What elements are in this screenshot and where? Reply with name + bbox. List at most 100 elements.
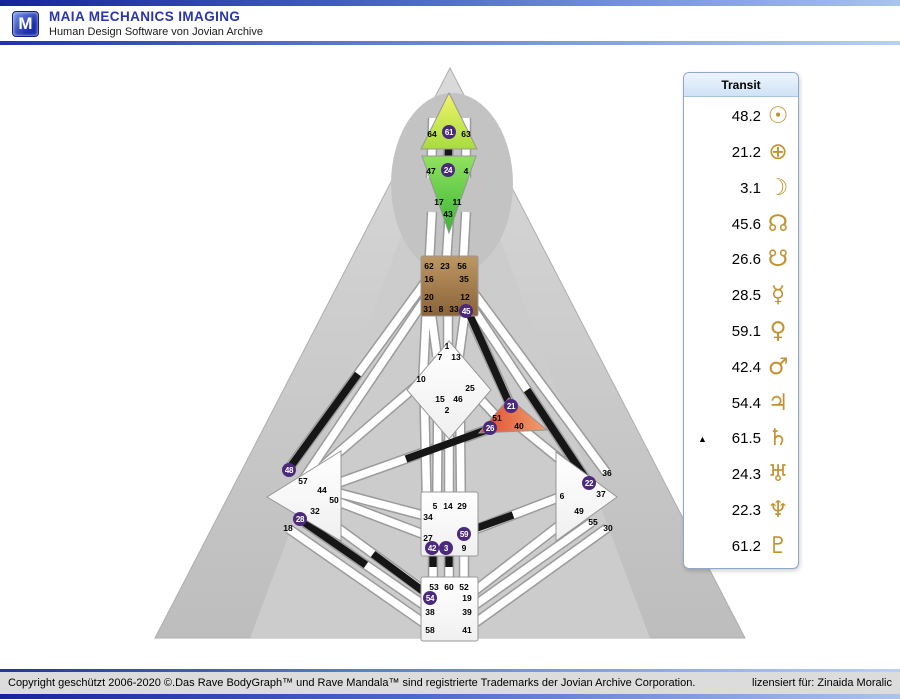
gate-52-label: 52 [459, 582, 469, 592]
transit-row-sun: 48.2 ☉ [688, 99, 793, 135]
mars-icon: ♂ [767, 353, 789, 380]
gate-54-activated[interactable] [423, 591, 437, 605]
copyright-text: Copyright geschützt 2006-2020 ©.Das Rave… [8, 677, 696, 689]
gate-28-activated[interactable] [293, 512, 307, 526]
gate-7-label: 7 [438, 352, 443, 362]
gate-37-label: 37 [596, 489, 606, 499]
channel [334, 497, 430, 540]
gate-21-activated[interactable] [504, 399, 518, 413]
channel [299, 295, 430, 483]
sun-icon: ☉ [767, 103, 789, 130]
transit-panel: Transit 48.2☉21.2⊕3.1☽45.6☊26.6☋28.5☿59.… [683, 72, 799, 569]
channel [465, 524, 610, 632]
channel-defined [298, 516, 369, 569]
transit-value: 42.4 [731, 358, 761, 376]
logo-letter: M [18, 13, 33, 33]
gate-48-activated[interactable] [282, 463, 296, 477]
gate-32-label: 32 [310, 506, 320, 516]
gate-51-label: 51 [492, 413, 502, 423]
gate-59-activated[interactable] [457, 527, 471, 541]
transit-row-jupiter: 54.4 ♃ [688, 385, 793, 421]
gate-41-label: 41 [462, 625, 472, 635]
channel [465, 518, 595, 614]
gate-18-label: 18 [283, 523, 293, 533]
gate-1-label: 1 [445, 341, 450, 351]
app-logo: M [12, 10, 39, 37]
gate-54-label: 54 [426, 594, 435, 603]
header-top-stripe [0, 0, 900, 6]
header-titles: MAIA MECHANICS IMAGING Human Design Soft… [49, 9, 263, 38]
gate-38-label: 38 [425, 607, 435, 617]
gate-61-label: 61 [445, 128, 454, 137]
center-throat[interactable] [420, 255, 479, 317]
gate-42-activated[interactable] [425, 541, 439, 555]
gate-53-label: 53 [429, 582, 439, 592]
header: M MAIA MECHANICS IMAGING Human Design So… [0, 6, 900, 41]
gate-57-label: 57 [298, 476, 308, 486]
center-solar-plexus[interactable] [555, 451, 618, 542]
footer-divider-stripe [0, 669, 900, 672]
gate-46-label: 46 [453, 394, 463, 404]
gate-63-label: 63 [461, 129, 471, 139]
transit-row-neptune: 22.3♆ [688, 492, 793, 528]
gate-25-label: 25 [465, 383, 475, 393]
gate-3-activated[interactable] [439, 541, 453, 555]
channel-defined [464, 309, 514, 407]
transit-row-saturn: ▲61.5♄ [688, 421, 793, 457]
gate-61-activated[interactable] [442, 125, 456, 139]
license-text: lizensiert für: Zinaida Moralic [752, 677, 892, 689]
gate-3-label: 3 [444, 544, 449, 553]
gate-12-label: 12 [460, 292, 470, 302]
center-ajna[interactable] [421, 155, 477, 235]
transit-value: 48.2 [731, 108, 761, 126]
transit-value: 61.2 [731, 537, 761, 555]
channel-defined [523, 387, 592, 485]
center-heart[interactable] [477, 397, 549, 434]
gate-2-label: 2 [445, 405, 450, 415]
transit-value: 54.4 [731, 394, 761, 412]
moon-icon: ☽ [767, 174, 789, 201]
gate-24-activated[interactable] [441, 163, 455, 177]
uranus-icon: ♅ [767, 461, 789, 488]
transit-value: 45.6 [731, 215, 761, 233]
gate-4-label: 4 [464, 166, 469, 176]
gate-33-label: 33 [449, 304, 459, 314]
gate-22-activated[interactable] [582, 476, 596, 490]
app-subtitle: Human Design Software von Jovian Archive [49, 26, 263, 38]
transit-row-uranus: 24.3♅ [688, 457, 793, 493]
gate-59-label: 59 [460, 530, 469, 539]
transit-value: 28.5 [731, 287, 761, 305]
jupiter-icon: ♃ [767, 389, 789, 416]
transit-value: 61.5 [731, 430, 761, 448]
gate-36-label: 36 [602, 468, 612, 478]
gate-14-label: 14 [443, 501, 453, 511]
pluto-icon: ♇ [767, 532, 789, 559]
center-root[interactable] [420, 576, 479, 642]
header-divider-stripe [0, 41, 900, 45]
center-g-center[interactable] [406, 340, 492, 440]
gate-26-activated[interactable] [483, 421, 497, 435]
gate-8-label: 8 [439, 304, 444, 314]
transit-value: 3.1 [740, 179, 761, 197]
center-head[interactable] [420, 91, 478, 150]
north-node-icon: ☊ [767, 210, 789, 237]
gate-42-label: 42 [428, 544, 437, 553]
gate-45-activated[interactable] [459, 304, 473, 318]
gate-34-label: 34 [423, 512, 433, 522]
south-node-icon: ☋ [767, 246, 789, 273]
transit-rows: 48.2☉21.2⊕3.1☽45.6☊26.6☋28.5☿59.1♀42.4♂5… [684, 97, 798, 568]
gate-45-label: 45 [462, 307, 471, 316]
gate-29-label: 29 [457, 501, 467, 511]
gate-19-label: 19 [462, 593, 472, 603]
gate-35-label: 35 [459, 274, 469, 284]
gate-28-label: 28 [296, 515, 305, 524]
gate-9-label: 9 [462, 543, 467, 553]
transit-row-north-node: 45.6 ☊ [688, 206, 793, 242]
channel [461, 278, 610, 475]
gate-39-label: 39 [462, 607, 472, 617]
gate-24-label: 24 [444, 166, 453, 175]
neptune-icon: ♆ [767, 496, 789, 523]
earth-icon: ⊕ [768, 139, 788, 166]
transit-value: 59.1 [731, 322, 761, 340]
